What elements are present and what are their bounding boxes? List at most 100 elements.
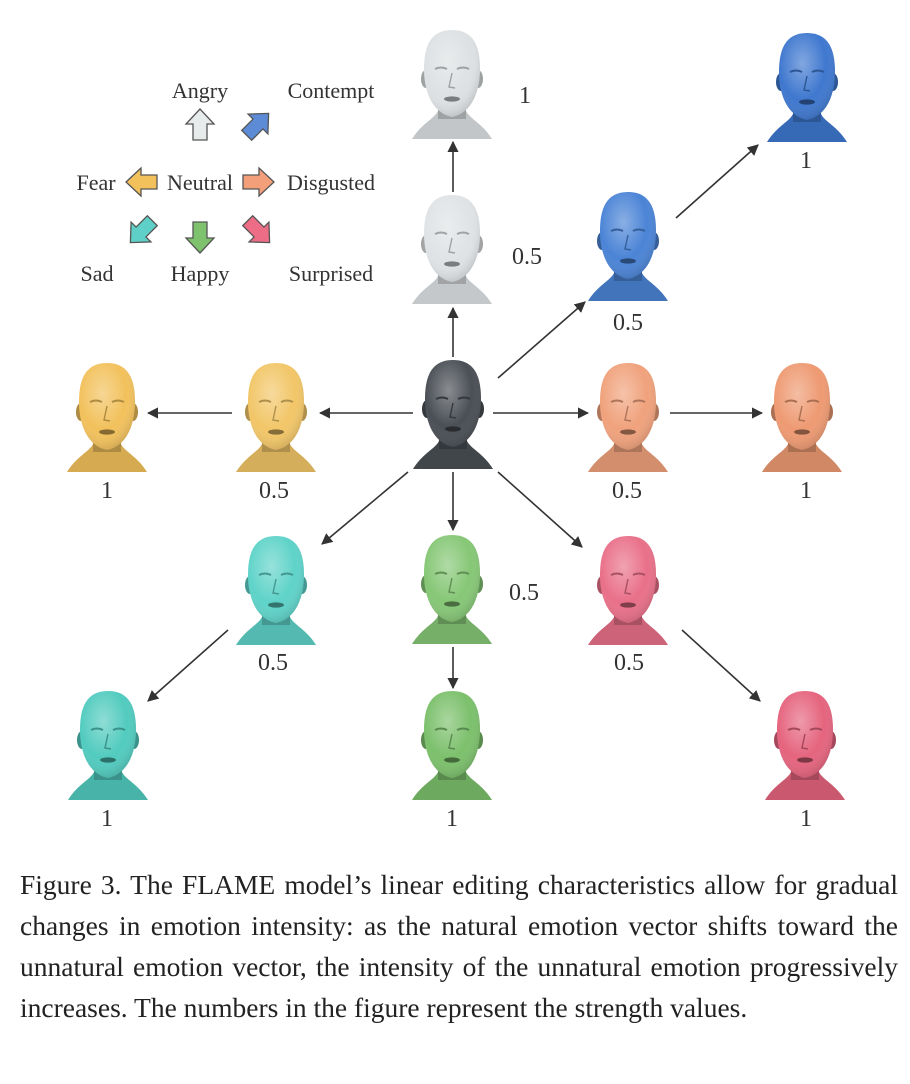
face-mouth bbox=[797, 757, 813, 763]
legend-label-happy: Happy bbox=[171, 261, 230, 286]
face-nose bbox=[624, 578, 632, 595]
face-mouth bbox=[99, 429, 115, 435]
face-shoulders bbox=[236, 444, 316, 472]
legend-label-sad: Sad bbox=[81, 261, 114, 286]
face-eye-right bbox=[456, 727, 470, 731]
face-shoulders bbox=[67, 444, 147, 472]
face-nose bbox=[103, 405, 111, 422]
face-eye-right bbox=[806, 399, 820, 403]
legend-label-contempt: Contempt bbox=[288, 78, 375, 103]
face-mouth bbox=[444, 261, 460, 267]
face-nose bbox=[272, 578, 280, 595]
face-mouth bbox=[444, 757, 460, 763]
face-nose bbox=[448, 577, 456, 594]
legend-label-neutral: Neutral bbox=[167, 170, 233, 195]
emotion-editing-figure: Angry Contempt Fear Neutral Disgusted Sa… bbox=[67, 30, 847, 832]
strength-label: 0.5 bbox=[259, 478, 289, 504]
face-mouth bbox=[620, 258, 636, 264]
fear-arrow-icon bbox=[125, 166, 158, 198]
face-nose bbox=[624, 405, 632, 422]
face-fear-1 bbox=[67, 363, 147, 472]
face-disgusted-0.5 bbox=[588, 363, 668, 472]
face-eye-right bbox=[632, 399, 646, 403]
face-eye-left bbox=[610, 399, 624, 403]
face-eye-left bbox=[610, 228, 624, 232]
face-mouth bbox=[444, 601, 460, 607]
disgusted-arrow-icon bbox=[242, 166, 275, 198]
strength-label: 1 bbox=[800, 478, 812, 504]
face-eye-right bbox=[809, 727, 823, 731]
face-eye-right bbox=[632, 228, 646, 232]
face-eye-right bbox=[456, 231, 470, 235]
face-shoulders bbox=[588, 273, 668, 301]
face-contempt-0.5 bbox=[588, 192, 668, 301]
arrow-neutral-to-contempt-05 bbox=[497, 301, 586, 379]
face-nose bbox=[801, 733, 809, 750]
face-surprised-0.5 bbox=[588, 536, 668, 645]
emotion-legend: Angry Contempt Fear Neutral Disgusted Sa… bbox=[76, 78, 375, 286]
face-sad-1 bbox=[68, 691, 148, 800]
surprised-arrow-icon bbox=[241, 214, 271, 244]
face-nose bbox=[448, 72, 456, 89]
face-shoulders bbox=[412, 772, 492, 800]
face-eye-right bbox=[632, 572, 646, 576]
face-happy-0.5 bbox=[412, 535, 492, 644]
face-eye-right bbox=[457, 396, 471, 400]
strength-label: 0.5 bbox=[258, 650, 288, 676]
angry-arrow-icon bbox=[184, 108, 216, 141]
arrow-sad-05-to-1 bbox=[147, 629, 229, 702]
face-mouth bbox=[268, 429, 284, 435]
strength-label: 1 bbox=[800, 148, 812, 174]
face-shoulders bbox=[762, 444, 842, 472]
face-mouth bbox=[268, 602, 284, 608]
happy-arrow-icon bbox=[184, 221, 216, 254]
face-mouth bbox=[444, 96, 460, 102]
legend-label-angry: Angry bbox=[172, 78, 228, 103]
face-shoulders bbox=[412, 111, 492, 139]
strength-label: 1 bbox=[519, 83, 531, 109]
face-nose bbox=[798, 405, 806, 422]
legend-label-surprised: Surprised bbox=[289, 261, 373, 286]
face-eye-right bbox=[456, 571, 470, 575]
face-eye-left bbox=[435, 396, 449, 400]
face-neutral-base bbox=[413, 360, 493, 469]
face-shoulders bbox=[588, 617, 668, 645]
face-eye-right bbox=[280, 399, 294, 403]
face-eye-left bbox=[258, 399, 272, 403]
face-nose bbox=[272, 405, 280, 422]
face-happy-1 bbox=[412, 691, 492, 800]
face-shoulders bbox=[68, 772, 148, 800]
face-eye-left bbox=[789, 69, 803, 73]
face-eye-left bbox=[787, 727, 801, 731]
face-shoulders bbox=[413, 441, 493, 469]
face-eye-left bbox=[89, 399, 103, 403]
strength-label: 0.5 bbox=[512, 244, 542, 270]
strength-label: 0.5 bbox=[509, 580, 539, 606]
face-shoulders bbox=[412, 276, 492, 304]
arrow-neutral-to-sad-05 bbox=[321, 471, 409, 545]
face-nose bbox=[449, 402, 457, 419]
face-eye-left bbox=[784, 399, 798, 403]
face-shoulders bbox=[236, 617, 316, 645]
face-eye-right bbox=[456, 66, 470, 70]
face-mouth bbox=[794, 429, 810, 435]
legend-label-disgusted: Disgusted bbox=[287, 170, 375, 195]
face-shoulders bbox=[767, 114, 847, 142]
face-eye-left bbox=[610, 572, 624, 576]
face-eye-left bbox=[434, 727, 448, 731]
face-contempt-1 bbox=[767, 33, 847, 142]
face-fear-0.5 bbox=[236, 363, 316, 472]
strength-label: 1 bbox=[101, 806, 113, 832]
face-shoulders bbox=[412, 616, 492, 644]
strength-label: 1 bbox=[800, 806, 812, 832]
face-mouth bbox=[620, 429, 636, 435]
face-eye-right bbox=[111, 399, 125, 403]
face-eye-right bbox=[112, 727, 126, 731]
strength-label: 0.5 bbox=[613, 310, 643, 336]
figure-caption: Figure 3. The FLAME model’s linear editi… bbox=[20, 869, 898, 1023]
face-eye-left bbox=[434, 571, 448, 575]
face-mouth bbox=[445, 426, 461, 432]
face-mouth bbox=[620, 602, 636, 608]
face-shoulders bbox=[588, 444, 668, 472]
